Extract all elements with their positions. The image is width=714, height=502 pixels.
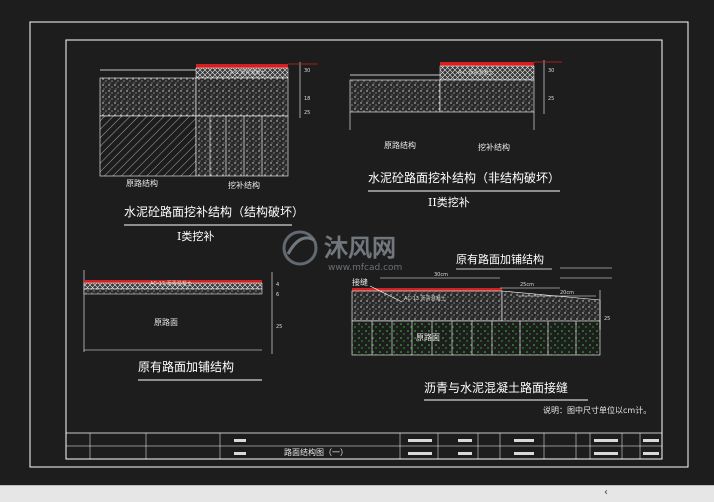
section2-title: 水泥砼路面挖补结构（非结构破坏）: [368, 170, 560, 185]
status-bar: [0, 485, 714, 502]
section1-drawing: 30 18 25 A-C 沥青混凝土: [99, 62, 318, 177]
svg-text:30cm: 30cm: [434, 272, 448, 278]
svg-text:A-C 沥青混凝土: A-C 沥青混凝土: [230, 69, 265, 76]
section2-subtitle: II类挖补: [428, 195, 470, 209]
section4-title: 原有路面加铺结构: [456, 252, 544, 266]
svg-text:AC-13 沥青混凝土: AC-13 沥青混凝土: [150, 280, 192, 287]
svg-text:AC-13 沥青混凝土: AC-13 沥青混凝土: [404, 295, 446, 302]
svg-text:4: 4: [276, 282, 279, 288]
section1-label-left: 原路结构: [126, 178, 158, 188]
watermark-brand: 沐风网: [324, 234, 396, 262]
section1-label-right: 挖补结构: [228, 180, 260, 190]
svg-text:6: 6: [276, 292, 279, 298]
section5-title: 沥青与水泥混凝土路面接缝: [424, 380, 568, 395]
section1-subtitle: I类挖补: [177, 229, 214, 243]
section4-drawing: 30cm 25cm 20cm 25 AC-13 沥青混凝土: [351, 267, 612, 356]
svg-text:25: 25: [604, 316, 610, 322]
svg-text:25cm: 25cm: [520, 282, 534, 288]
title-block: [66, 432, 662, 459]
section3-title: 原有路面加铺结构: [138, 359, 234, 374]
section2-label-right: 挖补结构: [478, 142, 510, 152]
section2-drawing: 30 25 A-C 沥青混凝土: [349, 60, 562, 130]
mfcad-logo-icon: [282, 230, 318, 266]
svg-text:18: 18: [304, 96, 310, 102]
watermark-url: www.mfcad.com: [328, 263, 402, 273]
svg-text:A-C 沥青混凝土: A-C 沥青混凝土: [458, 69, 493, 76]
section1-title: 水泥砼路面挖补结构（结构破坏）: [124, 204, 304, 219]
svg-text:30: 30: [548, 68, 554, 74]
svg-text:20cm: 20cm: [560, 290, 574, 296]
svg-text:25: 25: [276, 324, 282, 330]
outer-frame: [29, 21, 689, 468]
section2-label-left: 原路结构: [384, 140, 416, 150]
inner-frame: [65, 39, 663, 460]
scroll-left-arrow-icon[interactable]: ‹: [604, 487, 608, 498]
svg-text:25: 25: [304, 110, 310, 116]
drawing-note: 说明：图中尺寸单位以cm计。: [543, 405, 651, 415]
svg-text:25: 25: [548, 96, 554, 102]
section3-bottom-label: 原路面: [154, 317, 178, 327]
section4-base-label: 原路面: [416, 332, 440, 342]
svg-text:30: 30: [304, 68, 310, 74]
title-block-center: 路面结构图（一）: [284, 447, 348, 457]
section3-drawing: 4 6 25 AC-13 沥青混凝土: [83, 270, 282, 354]
section4-joint-label: 接缝: [352, 277, 368, 287]
watermark: 沐风网 www.mfcad.com: [278, 226, 448, 274]
cad-drawing-canvas[interactable]: 30 18 25 A-C 沥青混凝土 原路结构 挖补结构 水泥砼路面挖补结构（结…: [0, 0, 714, 485]
